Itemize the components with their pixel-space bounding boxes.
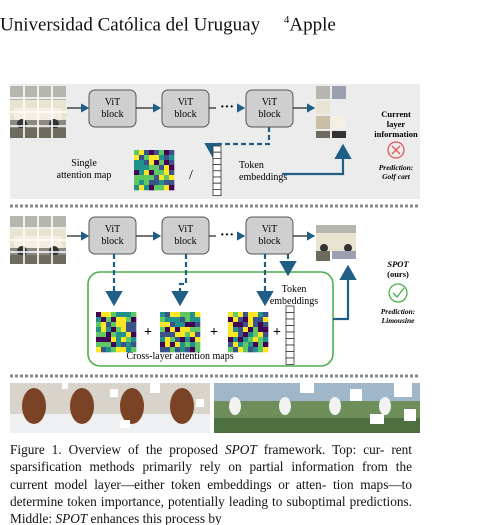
token-embeddings-label-mid-1: Token [282,284,307,295]
plus-sign-3: + [273,325,281,340]
vit-block-top-3: ViT block [246,90,293,127]
single-attention-label-2: attention map [57,170,112,181]
caption-method-name: SPOT [225,442,257,457]
svg-text:ViT: ViT [262,224,278,235]
token-embeddings-middle [286,306,294,365]
attention-map-layer-1 [96,312,136,352]
attention-map-layer-3 [228,312,268,352]
svg-text:block: block [258,109,280,120]
overview-figure: ViT block ViT block ··· ViT block Single… [10,84,420,436]
vit-block-mid-3: ViT block [246,217,293,254]
figure-caption: Figure 1. Overview of the proposed SPOT … [10,441,412,525]
slash-separator: / [189,168,193,183]
sample-images-dogs [10,383,210,433]
token-embeddings-label-mid-2: embeddings [270,296,318,307]
affiliation-line: Universidad Católica del Uruguay 4Apple [0,14,420,36]
token-embeddings-label-top-2: embeddings [239,172,287,183]
vit-block-top-1: ViT block [89,90,136,127]
cross-layer-label: Cross-layer attention maps [126,351,233,362]
single-attention-label-1: Single [71,158,97,169]
vit-block-top-2: ViT block [162,90,209,127]
token-embeddings-label-top-1: Token [239,160,264,171]
ellipsis-middle: ··· [220,228,234,243]
cut-off-text-line [0,0,420,6]
current-layer-label-1: Current [381,109,411,119]
affiliation-3: Universidad Católica del Uruguay [0,14,260,35]
output-image-middle [316,225,356,261]
input-image-top [10,86,66,138]
correct-prediction-icon [389,284,407,302]
caption-method-name-2: SPOT [55,511,87,525]
plus-sign-2: + [210,325,218,340]
plus-sign-1: + [144,325,152,340]
method-name: SPOT [387,259,409,269]
attention-map-layer-2 [160,312,200,352]
caption-line-1-rest: framework. Top: cur- [264,442,385,457]
input-image-middle [10,216,66,264]
svg-text:ViT: ViT [178,224,194,235]
svg-text:ViT: ViT [105,97,121,108]
svg-text:ViT: ViT [105,224,121,235]
method-ours: (ours) [387,269,409,279]
svg-text:ViT: ViT [262,97,278,108]
sample-images-storks [214,383,420,433]
prediction-value-middle: Limousine [381,316,416,325]
svg-text:block: block [101,109,123,120]
svg-text:ViT: ViT [178,97,194,108]
svg-text:block: block [174,236,196,247]
figure-canvas: ViT block ViT block ··· ViT block Single… [10,84,420,436]
caption-line-5-end: enhances this process by [91,511,222,525]
current-layer-label-2: layer [387,119,406,129]
token-embeddings-top [213,146,221,196]
svg-text:block: block [174,109,196,120]
current-layer-label-3: information [374,129,418,139]
svg-text:block: block [101,236,123,247]
affiliation-4: Apple [289,14,335,35]
ellipsis-top: ··· [220,100,234,115]
prediction-label-middle: Prediction: [381,307,416,316]
vit-block-mid-2: ViT block [162,217,209,254]
caption-figure-label: Figure 1. Overview of the proposed [10,442,218,457]
vit-block-mid-1: ViT block [89,217,136,254]
svg-text:block: block [258,236,280,247]
prediction-label-top: Prediction: [379,163,414,172]
prediction-value-top: Golf cart [382,172,411,181]
single-attention-map [134,150,174,190]
